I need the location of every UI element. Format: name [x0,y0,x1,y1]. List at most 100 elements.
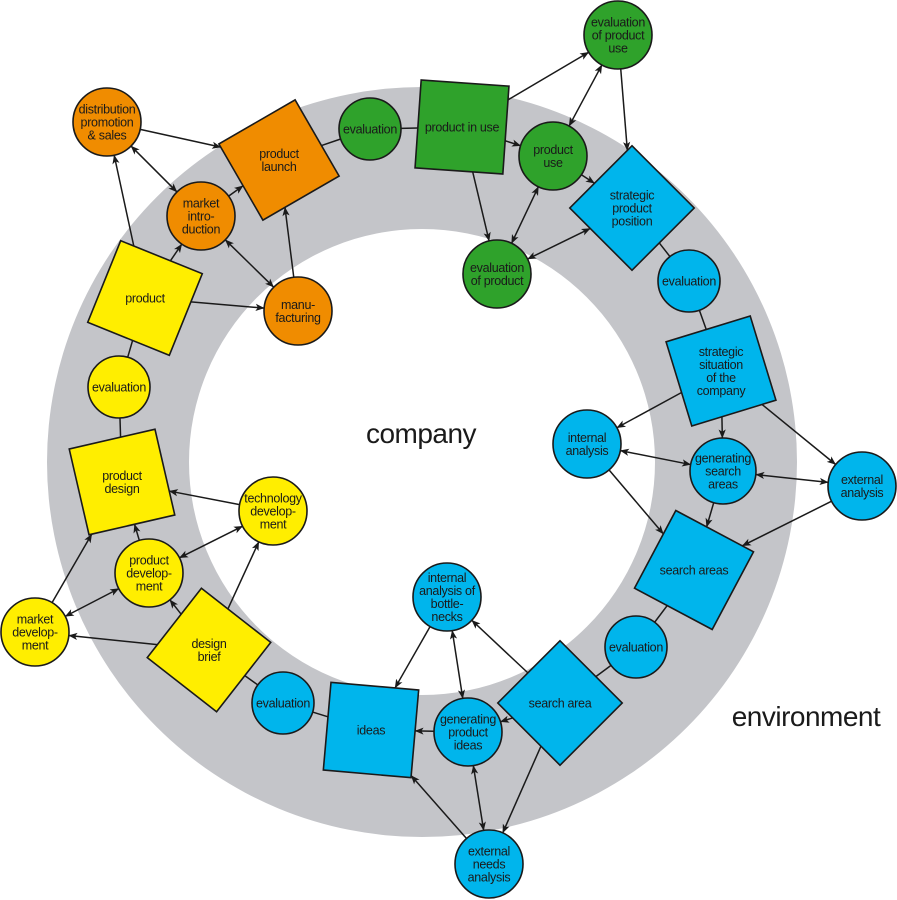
circle-shape [462,239,532,309]
edge-eval-product-use-to-product-use [568,64,603,127]
node-label-line: external [468,845,510,859]
node-label-line: bottle- [431,597,464,611]
circle-shape [114,538,184,608]
node-label-line: evaluation [343,123,397,137]
node-label-line: product [612,202,652,216]
node-label-line: external [841,473,883,487]
edge-eval-yellow-to-product [126,340,134,358]
node-label-line: develop- [250,505,296,519]
edge-eval-blue-2-to-search-area [595,664,612,678]
edge-product-use-to-strategic-product-position [580,174,595,184]
node-label-line: analysis [566,444,609,458]
circle-shape [166,181,236,251]
circle-shape [0,597,70,667]
node-eval-yellow: evaluation [87,355,151,419]
node-label-line: strategic [699,345,744,359]
node-label-line: product [533,143,573,157]
node-label-line: use [543,156,563,170]
circle-shape [238,476,308,546]
edge-technology-development-to-product-design [168,489,240,506]
circle-shape [583,0,653,70]
edge-product-to-manufacturing [190,301,265,311]
edge-product-launch-to-eval-green [321,138,341,147]
edge-product-in-use-to-eval-product [471,171,491,242]
square-shape [217,98,341,222]
edge-strategic-product-position-to-eval-blue-1 [658,242,671,258]
edge-eval-blue-1-to-strategic-situation [698,309,707,330]
edge-market-development-to-product-design [51,533,93,603]
square-shape [633,509,755,631]
node-label-line: search areas [660,564,729,578]
edge-eval-product-use-to-strategic-product-position [619,68,631,151]
node-label-line: of product [471,274,524,288]
circle-shape [412,562,482,632]
circle-shape [518,121,588,191]
edge-search-area-to-internal-bottlenecks [471,619,529,674]
edge-market-introduction-to-product-launch [228,185,244,197]
circle-shape [87,355,151,419]
edge-product-to-distribution [112,154,135,247]
edge-internal-bottlenecks-to-generating-product-ideas [449,630,466,699]
edges-layer [51,51,837,839]
edge-eval-blue-3-to-design-brief [244,675,259,686]
node-label-line: internal [568,431,607,445]
node-product: product [86,239,204,357]
square-shape [665,315,777,427]
node-label-line: position [612,215,653,229]
edge-product-to-market-introduction [169,243,183,262]
node-label-line: company [697,384,747,398]
circle-shape [827,451,897,521]
node-label-line: technology [244,492,303,506]
node-ideas: ideas [322,681,420,779]
node-label-line: product [125,292,165,306]
node-label-line: brief [198,650,222,664]
node-label-line: search area [529,697,592,711]
square-shape [414,79,510,175]
node-label-line: necks [431,610,462,624]
node-label-line: intro- [188,210,215,224]
node-label-line: develop- [12,626,58,640]
node-label-line: product in use [425,121,500,135]
node-label-line: product [259,147,299,161]
circle-shape [604,615,668,679]
edge-strategic-situation-to-external-analysis [761,403,837,466]
node-label-line: evaluation [662,275,716,289]
edge-design-brief-to-technology-development [227,541,260,610]
node-label-line: analysis of [419,584,476,598]
square-shape [496,639,624,767]
company-label: company [366,418,477,449]
circle-shape [454,829,524,899]
node-label-line: generating [695,452,751,466]
edge-distribution-to-product-launch [140,128,222,149]
edge-market-introduction-to-manufacturing [224,239,275,288]
edge-search-areas-to-eval-blue-2 [654,605,668,623]
node-label-line: design [104,482,139,496]
node-label-line: & sales [88,129,127,143]
node-label-line: promotion [81,116,134,130]
node-eval-blue-3: evaluation [251,671,315,735]
node-eval-green: evaluation [338,97,402,161]
node-label-line: manu- [281,298,315,312]
node-label-line: market [183,197,220,211]
node-label-line: product [448,726,488,740]
edge-generating-search-areas-to-search-areas [705,502,715,528]
node-label-line: evaluation [470,261,524,275]
edge-eval-product-to-strategic-product-position [527,227,591,260]
node-label-line: evaluation [92,381,146,395]
node-label-line: analysis [468,871,511,885]
edge-external-needs-to-ideas [410,775,468,839]
edge-product-design-to-eval-yellow [119,417,122,438]
edge-ideas-to-eval-blue-3 [312,711,329,718]
edge-generating-search-areas-to-external-analysis [755,471,829,486]
circle-shape [657,249,721,313]
square-shape [68,428,176,536]
edge-product-development-to-product-design [133,523,141,541]
edge-market-introduction-to-distribution [130,145,178,193]
